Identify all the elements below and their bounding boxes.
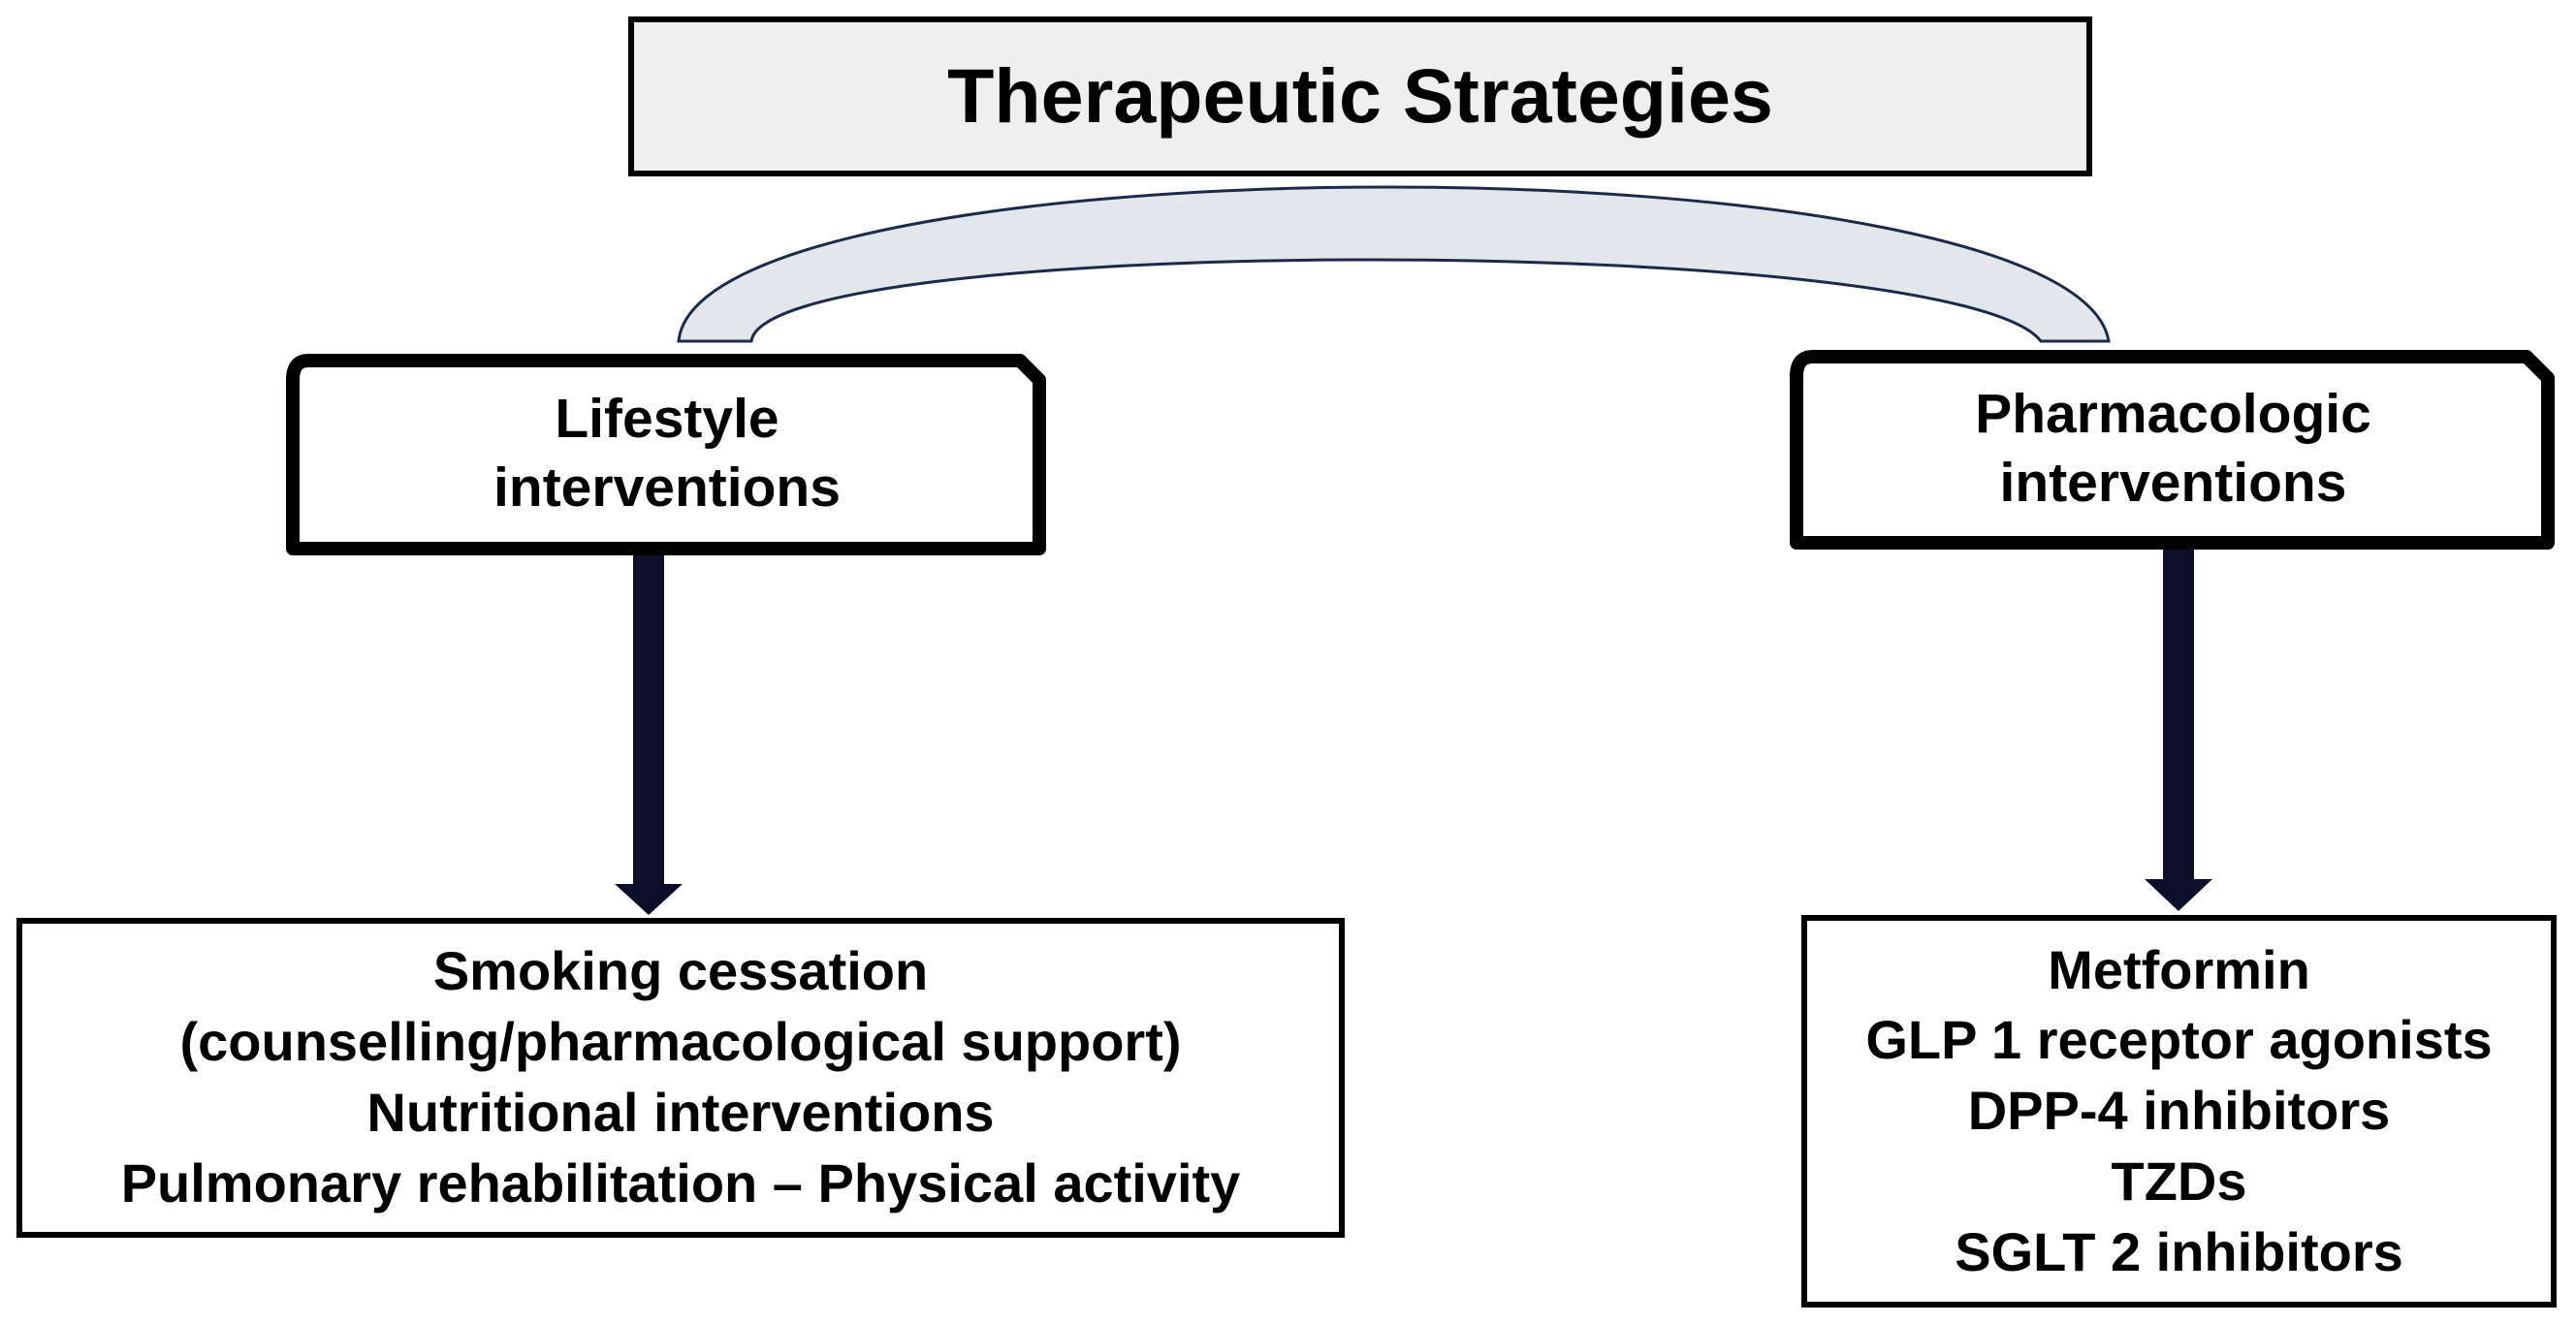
pharmacologic-interventions-label: Pharmacologic interventions [1975,382,2371,514]
pharmacologic-item: DPP-4 inhibitors [1967,1080,2391,1142]
lifestyle-item: (counselling/pharmacological support) [179,1011,1182,1073]
pharmacologic-arrow-shaft [2163,550,2194,882]
lifestyle-item: Nutritional interventions [366,1082,995,1143]
pharmacologic-item: GLP 1 receptor agonists [1865,1009,2493,1071]
lifestyle-item: Pulmonary rehabilitation – Physical acti… [120,1151,1241,1214]
lifestyle-interventions-box: Lifestyle interventions [289,355,1045,558]
lifestyle-item: Smoking cessation [432,940,929,1002]
pharmacologic-item: SGLT 2 inhibitors [1955,1220,2403,1282]
lifestyle-arrow-shaft [633,555,664,887]
pharmacologic-box-outline [1790,350,2555,550]
pharmacologic-arrow-head [2145,879,2212,911]
pharmacologic-item: Metformin [2048,938,2310,1000]
lifestyle-box-outline [286,354,1046,555]
lifestyle-items-box: Smoking cessation (counselling/pharmacol… [16,918,1345,1238]
arch-connector [677,185,2111,343]
pharmacologic-item: TZDs [2111,1150,2247,1212]
lifestyle-arrow-head [615,884,683,915]
pharmacologic-interventions-box: Pharmacologic interventions [1793,351,2554,552]
lifestyle-interventions-label: Lifestyle interventions [493,387,841,519]
diagram-title: Therapeutic Strategies [947,52,1773,140]
title-box: Therapeutic Strategies [628,16,2092,176]
pharmacologic-items-box: Metformin GLP 1 receptor agonists DPP-4 … [1801,915,2557,1308]
